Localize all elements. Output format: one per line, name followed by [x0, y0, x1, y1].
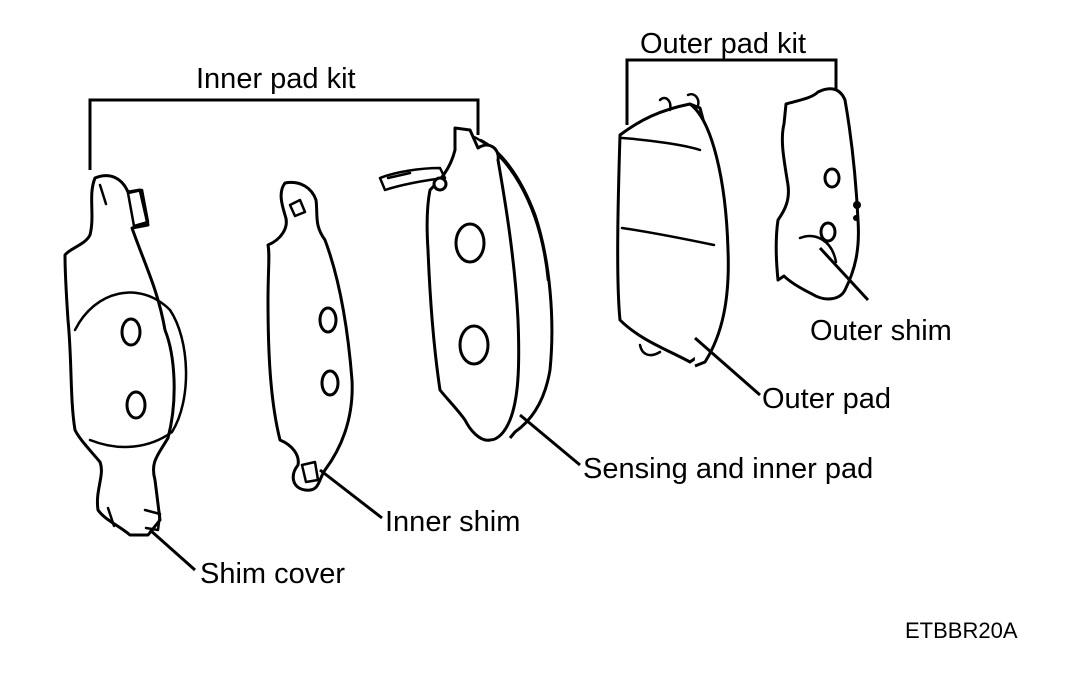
inner-shim-leader	[319, 468, 383, 520]
inner-shim	[266, 180, 354, 492]
shim-cover	[63, 174, 188, 537]
shim-cover-leader	[149, 528, 196, 572]
shim-cover-label: Shim cover	[200, 558, 346, 590]
figure-code: ETBBR20A	[905, 618, 1018, 643]
inner-shim-label: Inner shim	[385, 506, 521, 538]
outer-pad	[616, 93, 730, 368]
inner-pad-kit-bracket	[88, 98, 480, 170]
outer-pad-leader	[694, 336, 761, 397]
sensing-inner-pad-leader	[519, 413, 581, 467]
outer-pad-label: Outer pad	[762, 383, 891, 415]
sensing-inner-pad-label: Sensing and inner pad	[583, 453, 874, 485]
inner-pad-kit-label: Inner pad kit	[196, 63, 356, 95]
outer-shim	[774, 87, 861, 301]
outer-pad-kit-label: Outer pad kit	[640, 28, 807, 60]
outer-pad-kit-bracket	[625, 58, 838, 125]
outer-shim-label: Outer shim	[810, 315, 952, 347]
sensing-inner-pad	[378, 126, 554, 442]
outer-shim-leader	[818, 246, 870, 302]
